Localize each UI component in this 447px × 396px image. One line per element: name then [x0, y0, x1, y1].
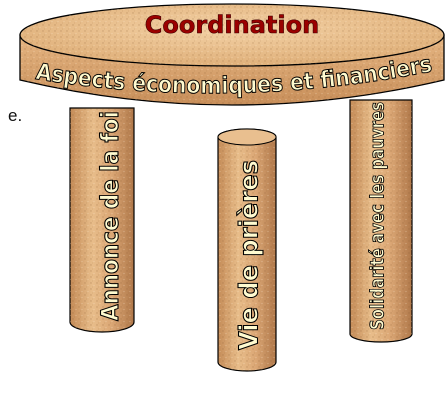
top-label: Coordination — [145, 11, 319, 39]
leg-annonce: Annonce de la foi — [69, 107, 135, 333]
leg-annonce-label: Annonce de la foi — [96, 111, 124, 321]
leg-vie-de-prieres-label: Vie de prières — [235, 160, 265, 350]
leg-solidarite: Solidarité avec les pauvres — [349, 99, 413, 343]
table-top: Coordination — [19, 3, 445, 67]
cropped-text-fragment: e. — [8, 106, 23, 125]
leg-solidarite-label: Solidarité avec les pauvres — [367, 102, 389, 330]
leg-vie-de-prieres: Vie de prières — [217, 128, 277, 372]
